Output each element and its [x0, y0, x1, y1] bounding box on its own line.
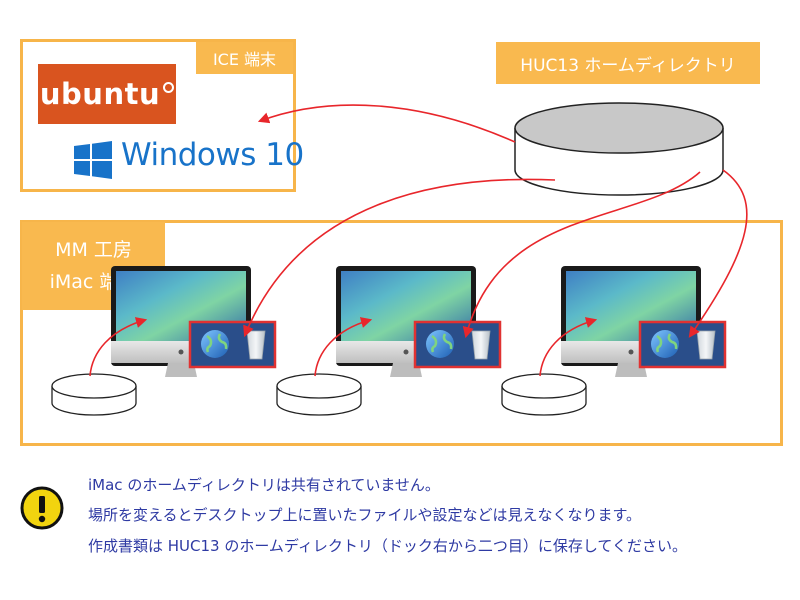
ice-terminal-label: ICE 端末: [196, 42, 293, 74]
arrow-disk-1-to-imac-1: [89, 317, 148, 377]
mm-studio-label-line1: MM 工房: [55, 239, 132, 261]
trash-icon: [471, 330, 491, 360]
ubuntu-logo-text: ubuntu: [39, 77, 161, 111]
ice-terminal-frame: [20, 39, 296, 192]
huc13-server-disk-icon: [514, 102, 724, 196]
notice-line-2: 場所を変えるとデスクトップ上に置いたファイルや設定などは見えなくなります。: [88, 506, 642, 524]
dock-3: [638, 320, 727, 369]
dock-2: [413, 320, 502, 369]
notice-line-1: iMac のホームディレクトリは共有されていません。: [88, 476, 440, 494]
trash-icon: [696, 330, 716, 360]
arrow-server-to-dock-2: [462, 171, 701, 339]
arrow-server-to-dock-1: [243, 178, 556, 338]
mm-studio-frame: [20, 220, 783, 446]
arrow-server-to-dock-3: [688, 169, 748, 338]
windows-logo-icon: [74, 141, 112, 179]
ubuntu-logo: ubuntu: [38, 64, 176, 124]
warning-exclamation-icon: [20, 486, 64, 530]
arrow-disk-3-to-imac-3: [539, 317, 598, 377]
ubuntu-circle-icon: [163, 81, 175, 93]
dock-1: [188, 320, 277, 369]
local-disk-3-icon: [501, 373, 587, 416]
local-disk-2-icon: [276, 373, 362, 416]
connection-arrows: [89, 104, 748, 377]
local-disk-1-icon: [51, 373, 137, 416]
notice-line-3: 作成書類は HUC13 のホームディレクトリ（ドック右から二つ目）に保存してくだ…: [88, 537, 687, 555]
huc13-home-label: HUC13 ホームディレクトリ: [496, 42, 760, 84]
trash-icon: [246, 330, 266, 360]
windows-logo-text: Windows 10: [121, 137, 304, 173]
arrow-server-to-ice: [257, 104, 516, 143]
arrow-disk-2-to-imac-2: [314, 317, 373, 377]
